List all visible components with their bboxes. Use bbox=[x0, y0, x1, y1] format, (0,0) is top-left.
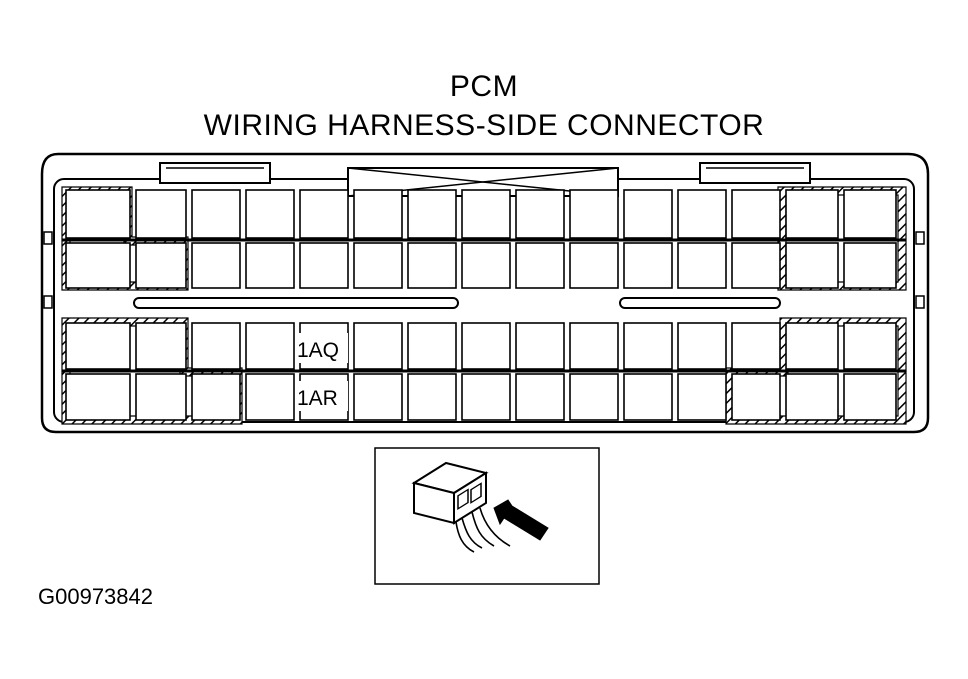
inset-frame bbox=[374, 447, 600, 585]
pin-cavity bbox=[461, 189, 511, 239]
inset-view bbox=[374, 447, 600, 585]
pin-cavity bbox=[677, 373, 727, 421]
diagram-title: PCM bbox=[449, 70, 519, 103]
diagram-subtitle: WIRING HARNESS-SIDE CONNECTOR bbox=[203, 109, 765, 142]
pin-cavity bbox=[407, 189, 457, 239]
pin-cavity bbox=[569, 322, 619, 370]
pin-cavity bbox=[191, 242, 241, 289]
pin-cavity bbox=[515, 189, 565, 239]
probe-arrow-icon bbox=[493, 499, 549, 541]
figure-code: G00973842 bbox=[38, 584, 153, 609]
pin-label-1aq: 1AQ bbox=[297, 339, 339, 362]
pin-cavity bbox=[785, 189, 839, 239]
pin-cavity bbox=[623, 242, 673, 289]
pin-cavity bbox=[135, 189, 187, 239]
pin-cavity bbox=[843, 189, 897, 239]
pin-cavity bbox=[731, 242, 781, 289]
guide-rail-right bbox=[619, 297, 781, 309]
pin-cavity bbox=[245, 242, 295, 289]
pin-cavity bbox=[65, 189, 131, 239]
pin-cavity bbox=[245, 373, 295, 421]
pin-cavity bbox=[843, 322, 897, 370]
pin-cavity bbox=[65, 322, 131, 370]
pin-cavity bbox=[785, 373, 839, 421]
pin-cavity bbox=[353, 242, 403, 289]
pin-cavity bbox=[677, 242, 727, 289]
pin-cavity bbox=[569, 189, 619, 239]
side-notch bbox=[43, 295, 53, 309]
pin-cavity bbox=[731, 373, 781, 421]
pin-cavity bbox=[843, 242, 897, 289]
latch-right bbox=[699, 162, 811, 184]
pin-cavity bbox=[245, 189, 295, 239]
pin-cavity bbox=[569, 373, 619, 421]
pin-cavity bbox=[677, 322, 727, 370]
pin-cavity bbox=[191, 189, 241, 239]
pin-cavity bbox=[191, 322, 241, 370]
pin-cavity bbox=[785, 322, 839, 370]
pin-cavity bbox=[515, 242, 565, 289]
pin-cavity bbox=[785, 242, 839, 289]
pin-cavity bbox=[353, 189, 403, 239]
pin-cavity bbox=[731, 322, 781, 370]
pin-cavity bbox=[299, 189, 349, 239]
pin-cavity bbox=[191, 373, 241, 421]
pin-cavity bbox=[461, 242, 511, 289]
pin-cavity bbox=[135, 322, 187, 370]
guide-rail-left bbox=[133, 297, 459, 309]
pin-cavity bbox=[461, 373, 511, 421]
pin-cavity bbox=[245, 322, 295, 370]
pin-cavity bbox=[135, 373, 187, 421]
side-notch bbox=[915, 231, 925, 245]
pin-cavity bbox=[623, 189, 673, 239]
pin-cavity bbox=[353, 322, 403, 370]
pin-cavity bbox=[731, 189, 781, 239]
latch-left bbox=[159, 162, 271, 184]
pin-cavity bbox=[353, 373, 403, 421]
pin-cavity bbox=[569, 242, 619, 289]
pin-cavity bbox=[623, 322, 673, 370]
pin-cavity bbox=[677, 189, 727, 239]
pin-cavity bbox=[407, 373, 457, 421]
pin-cavity bbox=[407, 242, 457, 289]
pin-cavity bbox=[515, 373, 565, 421]
pin-cavity bbox=[623, 373, 673, 421]
plug-icon bbox=[411, 461, 511, 553]
pin-cavity bbox=[65, 242, 131, 289]
side-notch bbox=[915, 295, 925, 309]
pin-cavity bbox=[515, 322, 565, 370]
side-notch bbox=[43, 231, 53, 245]
pin-cavity bbox=[843, 373, 897, 421]
pin-cavity bbox=[135, 242, 187, 289]
pin-cavity bbox=[299, 242, 349, 289]
pin-cavity bbox=[407, 322, 457, 370]
pin-cavity bbox=[461, 322, 511, 370]
pin-cavity bbox=[65, 373, 131, 421]
pin-label-1ar: 1AR bbox=[297, 387, 338, 410]
